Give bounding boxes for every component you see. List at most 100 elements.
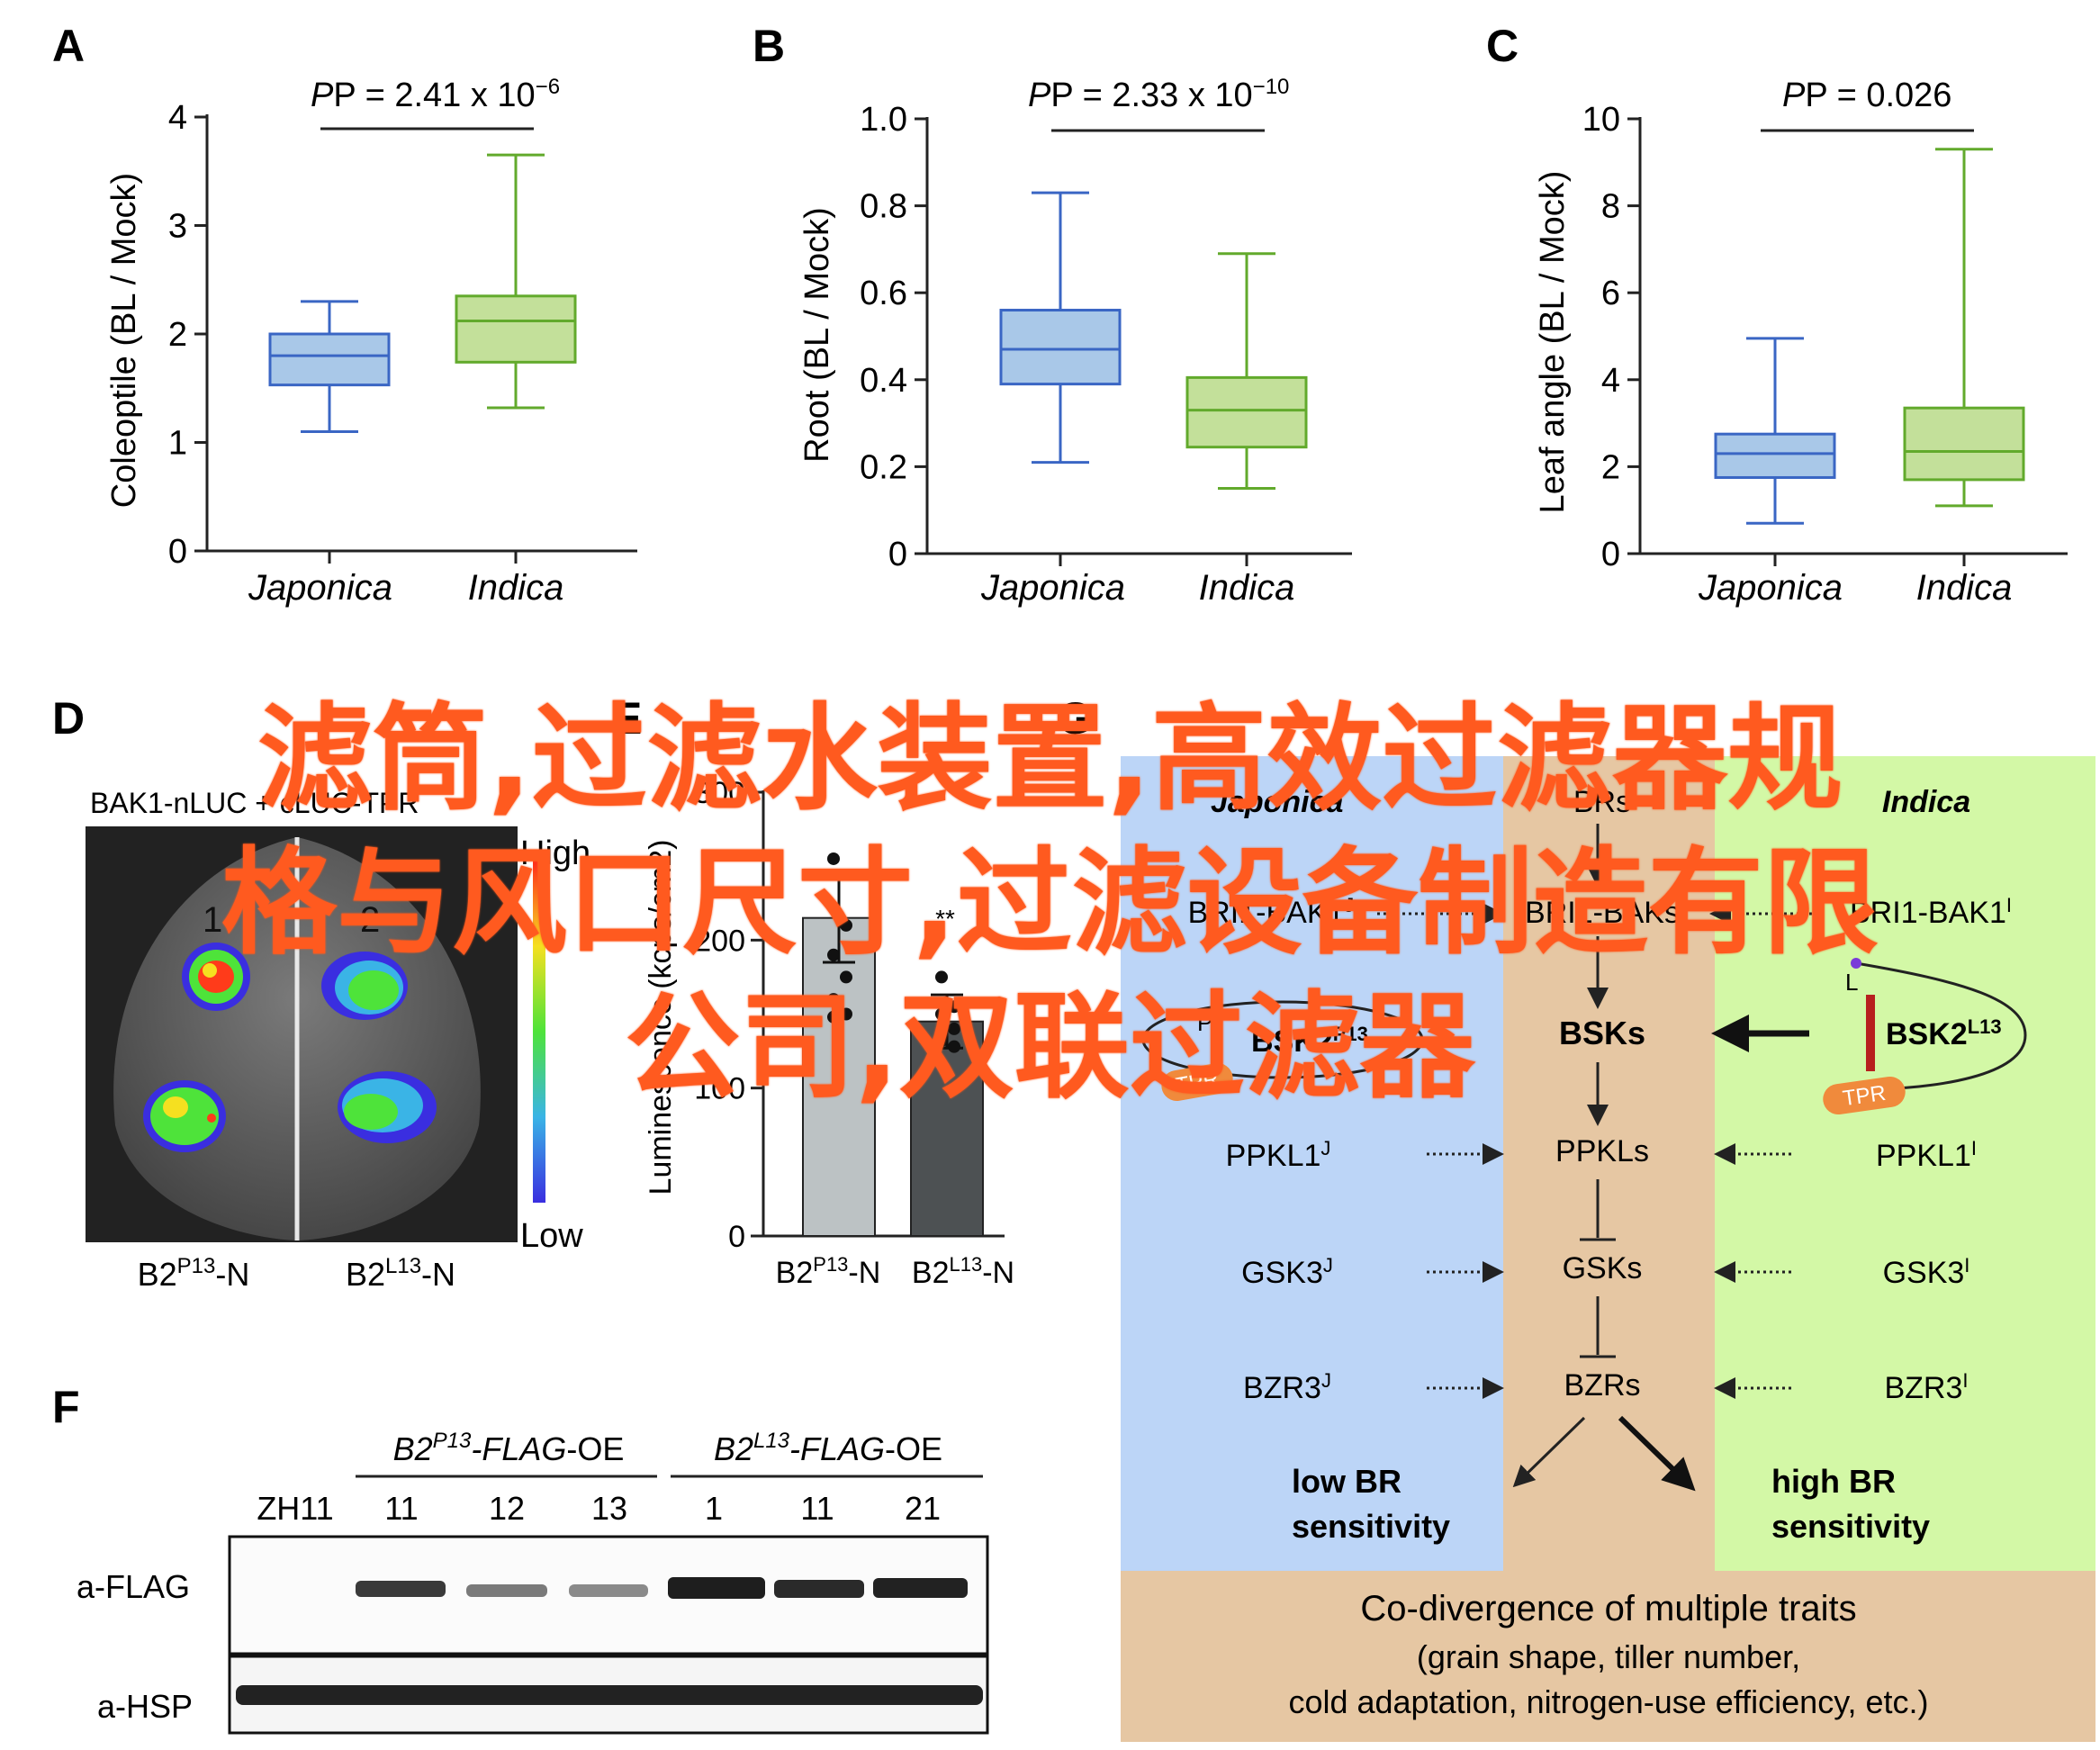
bsks-node: BSKs [1559, 1015, 1645, 1051]
group-label-sup: P13 [433, 1429, 472, 1453]
node-sup: I [1971, 1137, 1977, 1159]
node-sup: L13 [1968, 1015, 2002, 1038]
gsk3-japonica: GSK3J [1241, 1254, 1333, 1290]
x-label: B2L13-N [912, 1253, 1014, 1290]
x-label: B2L13-N [346, 1254, 455, 1293]
node-sup: I [1962, 1369, 1968, 1392]
group-label: B2P13-FLAG-OE [393, 1429, 625, 1467]
x-label-indica: Indica [1916, 568, 2013, 608]
bsk2-indica: L BSK2L13 TPR [1711, 958, 2027, 1115]
panel-b: B PP = 2.33 x 10−10 Root (BL / Mock) 00.… [753, 21, 1352, 608]
shared-region [1503, 756, 1715, 1571]
scale-low-label: Low [520, 1217, 583, 1255]
signal-blob [321, 952, 408, 1020]
y-tick-label: 0 [888, 536, 907, 573]
group-label-part: -FLAG [789, 1430, 885, 1467]
y-tick-label: 0 [728, 1220, 745, 1254]
group-label-part: B2 [393, 1430, 433, 1467]
p-value-text: P = 2.33 x 10 [1050, 77, 1252, 114]
y-tick-label: 2 [1601, 448, 1620, 486]
data-point [935, 970, 948, 984]
p-label: P [1197, 1009, 1212, 1036]
y-axis-label: Coleoptile (BL / Mock) [105, 173, 143, 508]
lane-label: 1 [203, 900, 222, 940]
lane-label: 11 [384, 1490, 418, 1527]
bzr3-indica: BZR3I [1884, 1369, 1968, 1405]
p-value-label: PP = 2.41 x 10−6 [311, 75, 560, 114]
panel-c: C PP = 0.026 Leaf angle (BL / Mock) 0246… [1486, 21, 2068, 608]
y-tick-label: 4 [1601, 362, 1620, 400]
data-point [935, 1007, 948, 1021]
bsk2-outline [1855, 961, 2027, 1091]
bsk2-outline [1141, 1000, 1424, 1079]
scale-high-label: High [520, 834, 590, 872]
group-label-part: B2 [714, 1430, 753, 1467]
data-point [840, 1007, 852, 1021]
node-text: PPKL1 [1226, 1139, 1321, 1173]
x-label-base: B2 [776, 1256, 814, 1290]
y-axis-label: Luminescence (kcps/cm2) [644, 840, 678, 1195]
box-iqr [455, 294, 577, 364]
arrow-strong [1618, 1415, 1696, 1492]
gsk3-indica: GSK3I [1883, 1254, 1970, 1290]
data-point [948, 1000, 960, 1014]
boxplot-japonica [999, 191, 1122, 465]
boxplot-japonica [1714, 337, 1836, 525]
traits-region [1121, 1571, 2095, 1742]
x-label-tail: -N [421, 1256, 455, 1293]
y-tick-label: 2 [168, 316, 187, 354]
node-sup: J [1344, 894, 1354, 916]
y-tick-label: 200 [694, 924, 745, 958]
data-point [827, 993, 840, 1006]
panel-letter: F [52, 1382, 80, 1432]
node-text: GSK3 [1883, 1256, 1965, 1290]
lane-label: ZH11 [257, 1490, 333, 1527]
ppkl1-indica: PPKL1I [1876, 1137, 1977, 1173]
panel-f: F B2P13-FLAG-OE B2L13-FLAG-OE ZH11 11 12… [52, 1382, 989, 1735]
indica-header: Indica [1882, 785, 1970, 819]
x-label: B2P13-N [776, 1253, 881, 1290]
group-label-part: -OE [566, 1430, 624, 1467]
bar [910, 1020, 984, 1238]
p-value-label: PP = 2.33 x 10−10 [1028, 75, 1289, 114]
node-text: GSK3 [1241, 1256, 1323, 1290]
y-axis-label: Leaf angle (BL / Mock) [1534, 171, 1572, 514]
y-tick-label: 0 [168, 533, 187, 571]
bar-series [802, 852, 984, 1238]
x-label-base: B2 [912, 1256, 950, 1290]
x-label-japonica: Japonica [980, 568, 1125, 608]
bar-group [910, 970, 984, 1238]
node-text: BRI1-BAK1 [1850, 896, 2006, 930]
node-sup: I [2006, 894, 2012, 916]
box-iqr [1714, 432, 1836, 479]
blot-band [774, 1580, 864, 1598]
y-tick-label: 0 [1601, 536, 1620, 573]
blot-band [569, 1584, 648, 1597]
lane-label: 11 [800, 1490, 834, 1527]
bsk2-membrane-anchor [1866, 995, 1875, 1071]
y-tick-label: 0.6 [860, 275, 907, 312]
y-tick-label: 1.0 [860, 101, 907, 139]
x-label-japonica: Japonica [248, 568, 392, 608]
ppkls-node: PPKLs [1555, 1134, 1649, 1168]
p-value-text: P = 2.41 x 10 [333, 77, 535, 114]
box-iqr [1185, 375, 1308, 449]
x-label-sup: L13 [949, 1253, 982, 1276]
bri1-bak1-japonica: BRI1-BAK1J [1188, 894, 1355, 930]
y-axis-label: Root (BL / Mock) [798, 207, 836, 463]
panel-letter: C [1486, 21, 1519, 71]
high-br-label: sensitivity [1771, 1508, 1930, 1545]
y-tick-label: 0.2 [860, 448, 907, 486]
panel-letter: D [52, 693, 85, 744]
traits-list: (grain shape, tiller number, [1417, 1638, 1800, 1675]
node-sup: P13 [1333, 1023, 1368, 1045]
x-label-tail: -N [848, 1256, 880, 1290]
tpr-domain [1161, 1063, 1233, 1101]
group-label-part: -FLAG [471, 1430, 566, 1467]
panel-a: A PP = 2.41 x 10−6 Coleoptile (BL / Mock… [52, 21, 637, 608]
x-label-sup: P13 [813, 1253, 848, 1276]
